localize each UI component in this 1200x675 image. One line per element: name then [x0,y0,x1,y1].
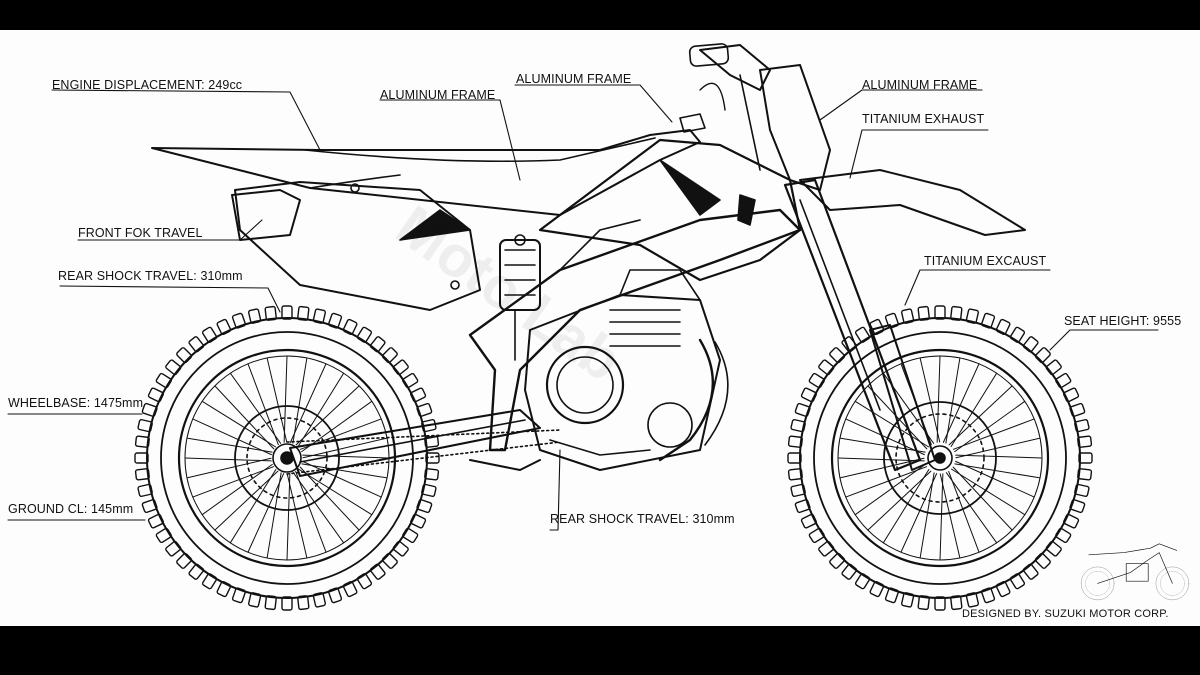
designer-credit: DESIGNED BY. SUZUKI MOTOR CORP. [962,608,1169,620]
side-number-plate [234,181,481,311]
swingarm [289,409,541,477]
label-titanium-excaust: TITANIUM EXCAUST [924,254,1047,268]
label-wheelbase: WHEELBASE: 1475mm [8,396,144,410]
front-wheel [787,305,1093,611]
front-brake-disc [883,401,997,515]
dirt-bike-line-drawing [7,43,1190,611]
rear-shock [499,234,541,361]
thumbnail-bike [1080,543,1190,601]
front-fender [799,169,1026,236]
seat [304,137,656,163]
front-number-plate [759,64,831,191]
drive-chain [286,429,561,475]
front-forks [783,178,922,472]
leader-lines [7,84,1159,531]
label-rear-shock-travel-bottom: REAR SHOCK TRAVEL: 310mm [550,512,735,526]
fuel-tank-shroud [538,138,802,282]
exhaust-muffler [231,189,301,241]
label-seat-height: SEAT HEIGHT: 9555 [1064,314,1182,328]
label-rear-shock-travel-left: REAR SHOCK TRAVEL: 310mm [58,269,243,283]
handlebar [688,43,771,171]
label-aluminum-frame-right: ALUMINUM FRAME [862,78,978,92]
label-ground-clearance: GROUND CL: 145mm [8,502,134,516]
label-front-fork-travel: FRONT FOK TRAVEL [78,226,203,240]
diagram-canvas: Moto Lab ENGINE DISPLACEMENT: 249cc ALUM… [0,30,1200,626]
label-titanium-exhaust: TITANIUM EXHAUST [862,112,985,126]
exhaust-header [658,338,715,462]
label-aluminum-frame-top: ALUMINUM FRAME [516,72,632,86]
engine [524,269,721,471]
label-aluminum-frame-mid: ALUMINUM FRAME [380,88,496,102]
rear-brake-disc [234,405,340,511]
main-frame [468,208,802,452]
label-engine-displacement: ENGINE DISPLACEMENT: 249cc [52,78,243,92]
